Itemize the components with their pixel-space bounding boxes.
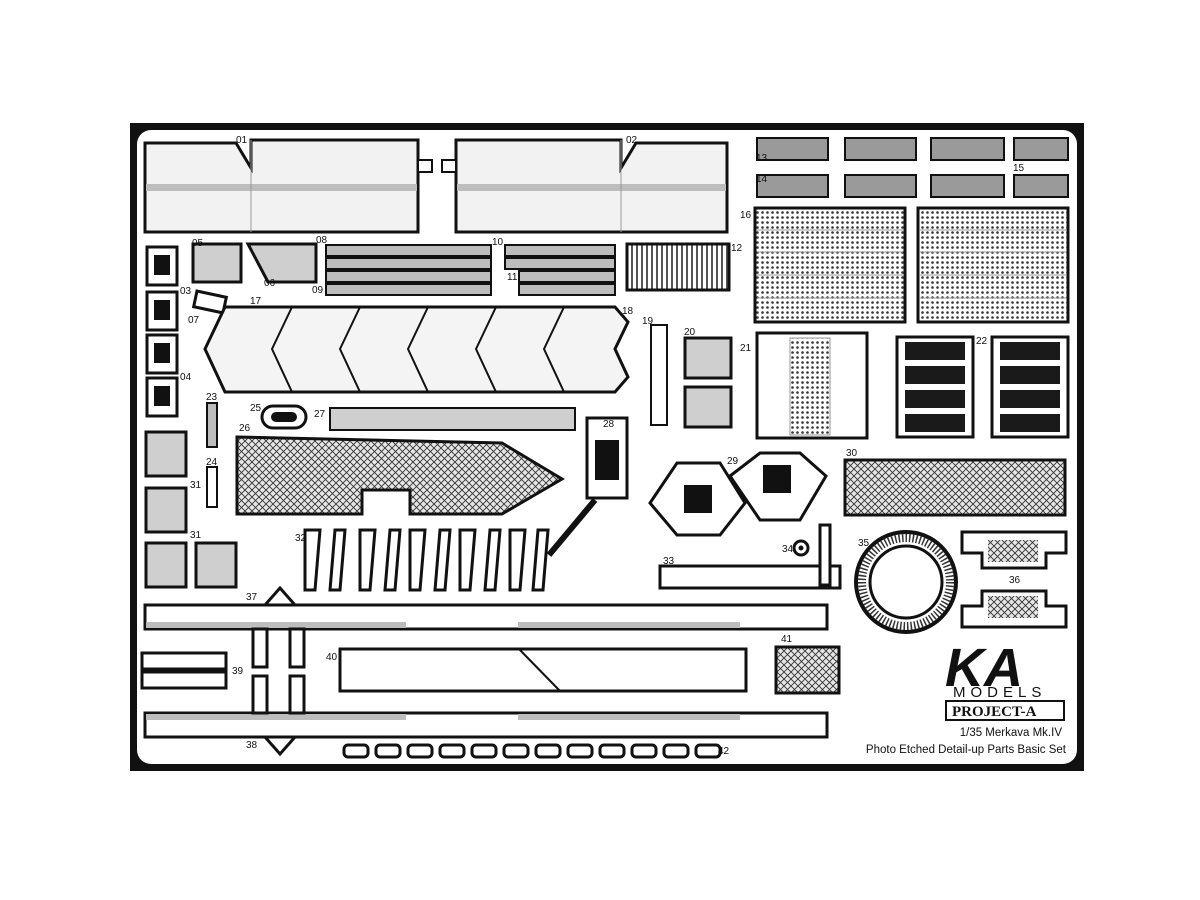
part-label: 03 [180,286,192,297]
part-28-29 [546,416,828,557]
part-label: 22 [976,336,988,347]
part-31-squares [144,430,238,589]
part-label: 06 [264,278,276,289]
part-38-rail [143,711,829,757]
part-label: 23 [206,392,218,403]
set-scale-title: 1/35 Merkava Mk.IV [960,727,1063,739]
part-17-18-chevrons [203,305,630,394]
part-16-mesh-panels [753,206,1070,324]
part-36 [960,530,1068,629]
part-label: 41 [781,634,793,645]
part-label: 33 [663,556,675,567]
part-12-grille [625,242,731,292]
part-label: 05 [192,238,204,249]
part-label: 13 [756,153,768,164]
part-33-34 [658,523,842,590]
part-label: 20 [684,327,696,338]
part-37-rail [143,585,829,631]
part-label: 04 [180,372,192,383]
part-label: 12 [731,243,743,254]
part-19-20 [650,324,733,429]
ka-models-logo: KA MODELS PROJECT-A [945,638,1065,721]
part-labels: 01 02 03 04 05 06 07 08 09 10 11 12 13 1… [180,135,1025,757]
logo-badge: PROJECT-A [952,704,1037,720]
part-39-42 [140,645,841,759]
part-label: 24 [206,457,218,468]
part-label: 27 [314,409,326,420]
part-22 [895,335,1070,439]
part-label: 28 [603,419,615,430]
part-21 [755,331,869,440]
part-label: 32 [295,533,307,544]
part-label: 25 [250,403,262,414]
part-label: 09 [312,285,324,296]
part-label: 39 [232,666,244,677]
part-label: 16 [740,210,752,221]
part-13-15-hinges [756,137,1069,198]
part-32-brackets [303,528,550,592]
part-label: 42 [718,746,730,757]
part-label: 17 [250,296,262,307]
part-label: 10 [492,237,504,248]
part-label: 31 [190,480,202,491]
part-label: 29 [727,456,739,467]
part-03-04 [145,245,179,418]
logo-badge-box [945,700,1065,721]
part-label: 18 [622,306,634,317]
part-01 [143,138,420,234]
part-label: 36 [1009,575,1021,586]
part-02 [454,138,729,234]
logo-sub: MODELS [953,684,1046,701]
part-label: 31 [190,530,202,541]
part-label: 34 [782,544,794,555]
part-label: 11 [507,272,518,283]
part-05-08 [191,242,318,315]
part-label: 07 [188,315,200,326]
part-label: 01 [236,135,248,146]
part-label: 30 [846,448,858,459]
part-26-mesh-deck [235,435,565,516]
part-label: 19 [642,316,654,327]
part-09-11-strips [325,244,616,296]
part-label: 08 [316,235,328,246]
set-description: Photo Etched Detail-up Parts Basic Set [866,744,1067,756]
part-label: 15 [1013,163,1025,174]
part-label: 37 [246,592,258,603]
part-23-27 [206,402,576,508]
part-label: 35 [858,538,870,549]
part-label: 26 [239,423,251,434]
part-label: 38 [246,740,258,751]
part-label: 40 [326,652,338,663]
sprue-tabs-01-02 [417,159,457,173]
part-label: 21 [740,343,752,354]
part-35-ring [854,530,958,634]
part-30-mesh [843,458,1067,517]
rail-connectors [251,627,306,715]
part-label: 14 [756,174,768,185]
part-label: 02 [626,135,638,146]
logo-brand: KA [945,638,1023,698]
